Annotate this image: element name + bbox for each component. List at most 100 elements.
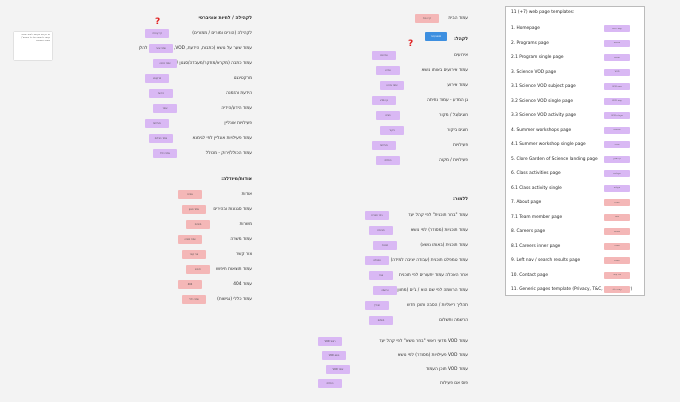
template-item-sticky[interactable]: VOD <box>604 68 630 76</box>
col2rows-sticky[interactable]: פעילויות <box>372 141 396 150</box>
template-item-sticky[interactable]: VOD עמוד <box>604 97 630 105</box>
col1rows2-row-text: אודות <box>241 192 252 197</box>
col2rows-sticky[interactable]: ביקור <box>380 126 404 135</box>
col2rows3-sticky[interactable]: VOD עמוד <box>326 365 350 374</box>
template-item-label: 10. Contact page <box>511 272 549 278</box>
template-item-sticky[interactable]: VOD נושא <box>604 83 630 90</box>
col1rows2-row-text: עמוד כללי (נגישות) <box>217 297 252 302</box>
template-item-sticky[interactable]: פעילויות <box>604 170 630 177</box>
template-item-label: 9. Left nav / search results page <box>511 258 581 263</box>
col1rows-sticky[interactable]: עמוד שער <box>149 44 173 53</box>
note-card-text: יש רק את הקישור לאתר שהוא קישור לרשימה ש… <box>21 33 50 42</box>
col1rows-sticky[interactable]: מרקטינג <box>145 74 169 83</box>
col2rows2-sticky[interactable]: תשלום <box>369 316 393 325</box>
col1rows-sticky[interactable]: עמוד <box>153 104 177 113</box>
col1rows-sticky[interactable]: עמוד כולל <box>153 149 177 158</box>
template-item-label: 3.3 Science VOD activity page <box>511 113 577 118</box>
col1-header2: אודות/מיודלה: <box>221 177 252 182</box>
col2-top-sticky[interactable]: דף הבית <box>415 14 439 23</box>
question-mark-icon-2: ? <box>408 39 414 49</box>
col2rows-sticky[interactable]: גן המדע <box>372 96 396 105</box>
col2rows-sticky[interactable]: אירוע <box>376 66 400 75</box>
col2rows2-row-text: עמוד טמפלט תוכנית (עבודה יציבה למידה) <box>390 258 468 263</box>
col1rows2-sticky[interactable]: אודות <box>178 190 202 199</box>
col1rows2-sticky[interactable]: 404 <box>178 280 202 289</box>
col1rows-row-text: עמוד פעילויות אונליין לפי לגימנא <box>192 136 252 141</box>
col1rows-sticky[interactable]: פעילויות <box>145 119 169 128</box>
col2rows-row-text: עמוד אירועים באותו נושא <box>421 68 468 73</box>
template-item-label: 3.1 Science VOD subject page <box>511 84 576 89</box>
col1rows2-sticky[interactable]: חיפוש <box>186 265 210 274</box>
template-item-sticky[interactable]: VOD פעילות <box>604 112 630 119</box>
col2rows3-row-text: עמוד VOD תוכן העמוד <box>425 367 468 372</box>
template-item-sticky[interactable]: גן המדע <box>604 155 630 163</box>
col2rows-row-text: חוגים/גל / מקור <box>439 113 468 118</box>
col2rows-sticky[interactable]: עמוד אירוע <box>380 81 404 90</box>
col1rows-row-text: מרקטינגט <box>233 76 252 81</box>
template-item-sticky[interactable]: תוכנית <box>604 54 630 61</box>
col2rows2-sticky[interactable]: בחר תוכנית <box>365 211 389 220</box>
template-item-sticky[interactable]: צוות <box>604 213 630 221</box>
col1rows2-sticky[interactable]: עמוד משרה <box>178 235 202 244</box>
col1rows-row-text: עמוד הכולל/ירוק - מכולל <box>205 151 252 156</box>
col1rows2-row-text: עמוד תוצאות חיפוש <box>216 267 252 272</box>
col1rows2-sticky[interactable]: עמוד כללי <box>182 295 206 304</box>
template-item-sticky[interactable]: משרה <box>604 242 630 250</box>
col2-header2: ללמור: <box>452 197 468 202</box>
col2rows2-sticky[interactable]: תהליך <box>365 301 389 310</box>
template-item-sticky[interactable]: עמוד כללי <box>604 286 630 293</box>
template-item-sticky[interactable]: משרות <box>604 228 630 235</box>
template-item-sticky[interactable]: עמוד הבית <box>604 25 630 32</box>
template-item-sticky[interactable]: תוכניות <box>604 39 630 47</box>
col1rows-sticky[interactable]: עמוד פעילות <box>149 134 173 143</box>
col1rows-sticky[interactable]: הידעת <box>149 89 173 98</box>
col1rows-sticky[interactable]: עמוד כתבה <box>153 59 177 68</box>
template-item-label: 4.1 Summer workshop single page <box>511 142 586 147</box>
col2rows2-row-text: תהליך ריאליות / הסבה ותוכן חדש <box>407 303 468 308</box>
col2rows-row-text: פעילויות / מקוה <box>438 158 468 163</box>
template-item-label: 2. Programs page <box>511 40 549 46</box>
col2rows-row-text: גן המדע - עמוד נחיתה <box>427 98 468 103</box>
col1rows-row-text: עמוד הידע/הידיה <box>221 106 252 111</box>
col2rows3-sticky[interactable]: VOD נושא <box>322 351 346 360</box>
col1rows2-row-text: משרות <box>239 222 252 227</box>
col2rows-sticky[interactable]: חוגים <box>376 111 400 120</box>
col2rows-row-text: אירועים <box>454 53 468 58</box>
template-item-sticky[interactable]: אודות <box>604 199 630 206</box>
col1rows2-sticky[interactable]: משרות <box>186 220 210 229</box>
col2rows2-row-text: עמוד הרשמה לפי שם הוא / ג'ים (מחוון) <box>395 288 468 293</box>
col1rows2-sticky[interactable]: צור קשר <box>182 250 206 259</box>
template-item-label: 8.1 Careers inner page <box>511 243 561 249</box>
col1rows2-row-text: עמוד סגנונות ובהירים <box>213 207 252 212</box>
col2rows-row-text: פעילויות <box>453 143 468 148</box>
col2rows2-sticky[interactable]: אחר <box>369 271 393 280</box>
template-item-label: 6.1 Class activity single <box>511 185 562 191</box>
col1rows-sticky[interactable]: דף קהילה <box>145 29 169 38</box>
col2rows2-row-text: עמוד "בחר תוכנית" לפי קהל יעד <box>408 213 468 218</box>
col1rows2-row-text: עמוד משרה <box>230 237 252 242</box>
template-item-sticky[interactable]: סדנה <box>604 141 630 148</box>
col1rows-row-text: עמוד כתבה (מקרא/מחקר/מעבדה/סגנון / מיוחד… <box>163 61 252 66</box>
col2rows-row-text: עמוד אירוע <box>447 83 468 88</box>
col2rows2-row-text: הרשמה ותשלום <box>439 318 468 323</box>
template-item-label: 11. Generic pages template (Privacy, T&C… <box>511 287 633 292</box>
template-item-sticky[interactable]: סדנאות <box>604 126 630 134</box>
template-item-sticky[interactable]: צור קשר <box>604 271 630 279</box>
col2rows2-sticky[interactable]: הרשמה <box>373 286 397 295</box>
template-item-sticky[interactable]: חיפוש <box>604 257 630 264</box>
col2rows2-sticky[interactable]: טמפלט <box>365 256 389 265</box>
template-item-label: 2.1 Program single page <box>511 55 564 60</box>
col2rows3-sticky[interactable]: VOD ראשי <box>318 337 342 346</box>
col2-header: לקהל: <box>454 37 468 42</box>
col1rows2-sticky[interactable]: עמוד סגנון <box>182 205 206 214</box>
col2rows3-row-text: פוס אם פעילות <box>440 381 468 386</box>
col2rows2-sticky[interactable]: תוכנית <box>373 241 397 250</box>
col2rows-sticky[interactable]: אירועים <box>372 51 396 60</box>
template-item-sticky[interactable]: פעילות <box>604 184 630 192</box>
col2rows-sticky[interactable]: פעילות <box>376 156 400 165</box>
col2rows3-sticky[interactable]: פעילות <box>318 379 342 388</box>
template-item-label: 8. Careers page <box>511 229 546 234</box>
col2rows2-sticky[interactable]: תוכניות <box>369 226 393 235</box>
blue-sticky[interactable]: מטאה/בגד <box>425 32 447 41</box>
col1rows2-row-text: צור קשר <box>235 252 252 257</box>
